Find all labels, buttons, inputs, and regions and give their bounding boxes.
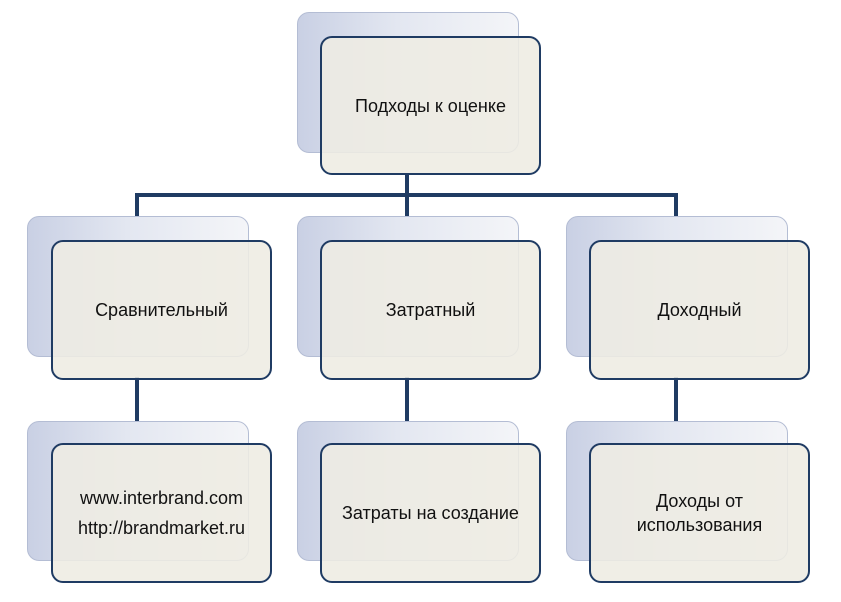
approach-label-cost: Затратный xyxy=(385,300,476,320)
root-node: Подходы к оценке xyxy=(320,36,541,175)
approach-label-comparative: Сравнительный xyxy=(95,300,228,320)
detail-line-interbrand: www.interbrand.com xyxy=(79,488,244,508)
detail-line-income-1: Доходы от xyxy=(656,491,743,511)
approach-node-cost: Затратный xyxy=(320,240,541,380)
detail-line-brandmarket: http://brandmarket.ru xyxy=(77,518,246,538)
detail-node-comparative: www.interbrand.com http://brandmarket.ru xyxy=(51,443,272,583)
approach-node-income: Доходный xyxy=(589,240,810,380)
approach-label-income: Доходный xyxy=(657,300,742,320)
approach-node-comparative: Сравнительный xyxy=(51,240,272,380)
root-node-label: Подходы к оценке xyxy=(355,95,506,116)
detail-node-income: Доходы от использования xyxy=(589,443,810,583)
detail-line-income-2: использования xyxy=(636,515,763,535)
detail-line-creation-costs: Затраты на создание xyxy=(342,503,519,523)
detail-node-cost: Затраты на создание xyxy=(320,443,541,583)
